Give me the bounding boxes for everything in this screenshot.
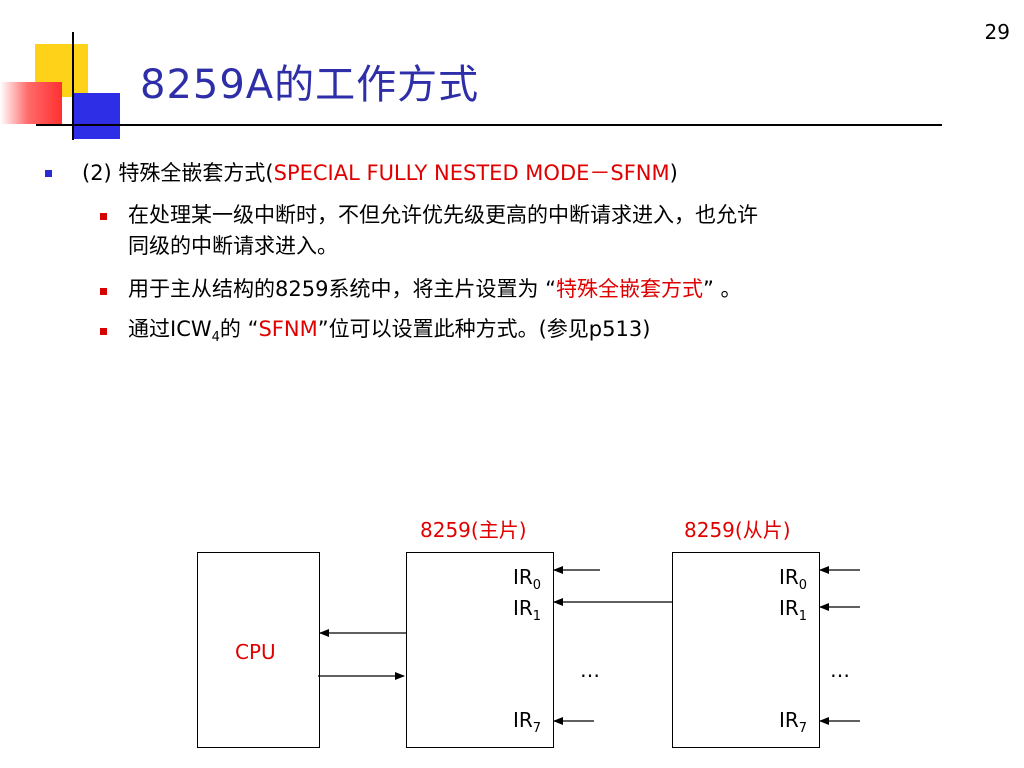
slave-ir0-sub: 0	[798, 578, 808, 593]
slave-chip-label: 8259(从片)	[684, 518, 791, 542]
slave-ir7-prefix: IR	[779, 708, 799, 732]
sub-bullet-marker	[100, 288, 107, 295]
sub-bullet-3-subscript: 4	[211, 330, 220, 346]
master-ir1-sub: 1	[532, 609, 542, 624]
slave-ir1-prefix: IR	[779, 596, 799, 620]
decor-vertical-line	[72, 32, 74, 140]
master-chip-label: 8259(主片)	[420, 518, 527, 542]
sub-bullet-marker	[100, 213, 107, 220]
sub-bullet-2-prefix: 用于主从结构的8259系统中，将主片设置为 “	[128, 277, 556, 301]
slide-number: 29	[984, 20, 1010, 44]
master-ir1-label: IR1	[513, 596, 541, 624]
slave-ir1-label: IR1	[779, 596, 807, 624]
bullet-marker	[45, 170, 52, 177]
master-ir0-sub: 0	[532, 578, 542, 593]
sub-bullet-2-suffix: ” 。	[703, 277, 742, 301]
slave-chip-box	[672, 552, 820, 748]
master-ir0-label: IR0	[513, 565, 541, 593]
sub-bullet-3-mid: 的 “	[219, 317, 259, 341]
sub-bullet-3-suffix: ”位可以设置此种方式。(参见p513)	[317, 317, 651, 341]
master-ir1-prefix: IR	[513, 596, 533, 620]
master-ir7-label: IR7	[513, 708, 541, 736]
sub-bullet-marker	[100, 328, 107, 335]
cpu-label: CPU	[235, 640, 276, 664]
master-ir7-prefix: IR	[513, 708, 533, 732]
decor-blue-square	[74, 93, 120, 139]
slave-ir7-label: IR7	[779, 708, 807, 736]
decor-red-gradient	[0, 82, 62, 124]
sub-bullet-2-highlight: 特殊全嵌套方式	[556, 277, 703, 301]
master-ir7-sub: 7	[532, 721, 542, 736]
sub-bullet-2: 用于主从结构的8259系统中，将主片设置为 “特殊全嵌套方式” 。	[128, 274, 742, 304]
slide-title: 8259A的工作方式	[140, 62, 480, 108]
sub-bullet-1-line2: 同级的中断请求进入。	[128, 234, 338, 258]
main-bullet-suffix: )	[669, 161, 678, 185]
slave-ir7-sub: 7	[798, 721, 808, 736]
slave-ir0-label: IR0	[779, 565, 807, 593]
main-bullet-prefix: (2) 特殊全嵌套方式(	[82, 161, 274, 185]
main-bullet-highlight: SPECIAL FULLY NESTED MODE－SFNM	[273, 161, 670, 185]
sub-bullet-3: 通过ICW4的 “SFNM”位可以设置此种方式。(参见p513)	[128, 314, 650, 353]
main-bullet-text: (2) 特殊全嵌套方式(SPECIAL FULLY NESTED MODE－SF…	[82, 158, 678, 188]
master-ir0-prefix: IR	[513, 565, 533, 589]
master-chip-box	[406, 552, 554, 748]
sub-bullet-1-line1: 在处理某一级中断时，不但允许优先级更高的中断请求进入，也允许	[128, 203, 758, 227]
sub-bullet-3-highlight: SFNM	[258, 317, 318, 341]
sub-bullet-3-prefix: 通过ICW	[128, 317, 212, 341]
slave-ir1-sub: 1	[798, 609, 808, 624]
slave-ir0-prefix: IR	[779, 565, 799, 589]
ellipsis-master: …	[580, 658, 600, 682]
title-underline	[36, 124, 942, 126]
cpu-box	[197, 552, 320, 748]
ellipsis-slave: …	[830, 658, 850, 682]
